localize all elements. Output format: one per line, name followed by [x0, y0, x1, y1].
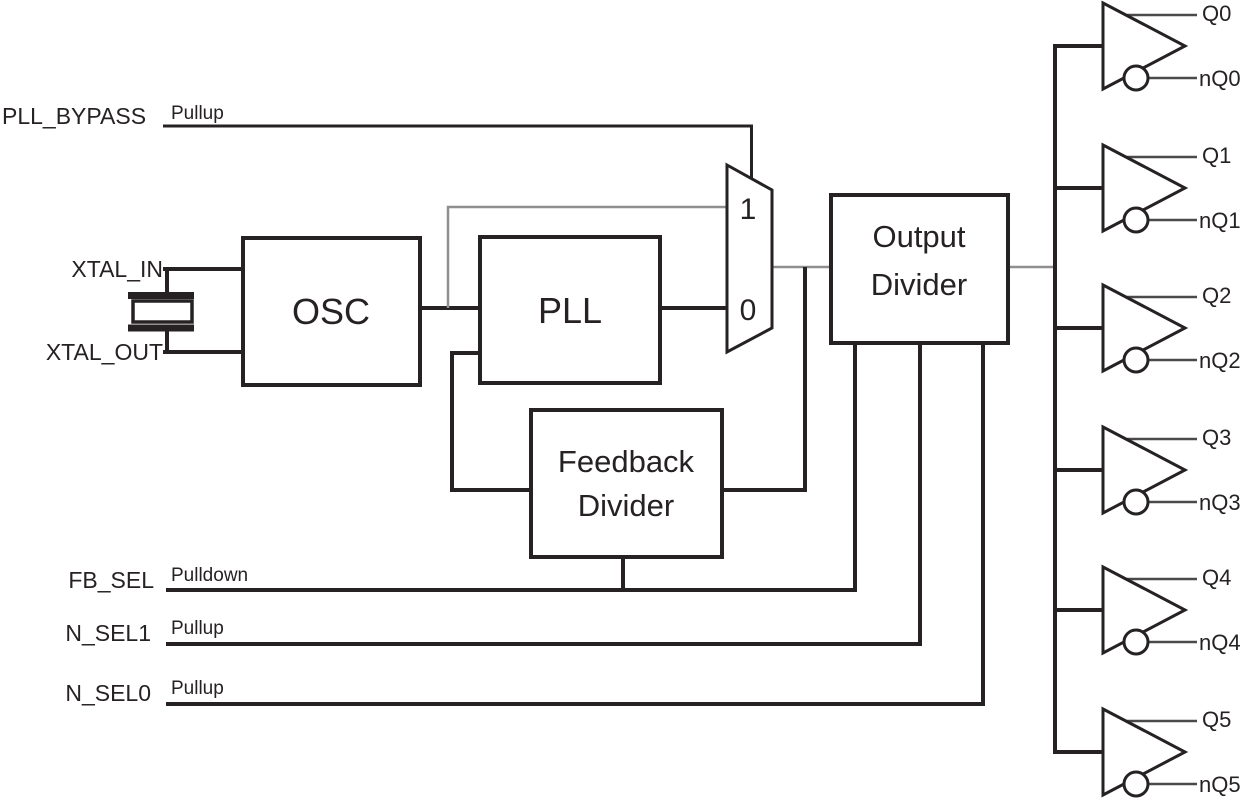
- nq-output-label: nQ0: [1199, 66, 1241, 91]
- crystal-icon: [128, 269, 194, 354]
- mux-input-1-label: 1: [740, 193, 757, 226]
- osc-block: [241, 236, 422, 387]
- nq-output-label: nQ3: [1199, 490, 1241, 515]
- q-output-label: Q1: [1202, 143, 1231, 168]
- wire-n-sel1: [166, 341, 922, 646]
- n-sel0-port-label: N_SEL0: [65, 680, 151, 706]
- xtal-in-port-label: XTAL_IN: [71, 256, 163, 282]
- inversion-bubble-icon: [1122, 206, 1150, 234]
- wire-osc-to-mux1: [446, 205, 730, 308]
- inversion-bubble-icon: [1122, 64, 1150, 92]
- output-buffer-4: Q4 nQ4: [1053, 564, 1241, 656]
- inversion-bubble-icon: [1122, 770, 1150, 798]
- nq-output-label: nQ1: [1199, 208, 1241, 233]
- wire-mux-to-feedback-divider: [720, 267, 807, 492]
- output-buffer-5: Q5 nQ5: [1053, 706, 1241, 798]
- wire-fb-sel: [166, 341, 857, 592]
- fb-sel-pull-label: Pulldown: [171, 565, 248, 586]
- feedback-divider-block: [529, 408, 724, 559]
- q-output-label: Q5: [1202, 707, 1231, 732]
- mux-input-0-label: 0: [740, 294, 757, 327]
- n-sel1-pull-label: Pullup: [171, 618, 224, 639]
- fb-sel-port-label: FB_SEL: [68, 567, 154, 593]
- q-output-label: Q0: [1202, 1, 1231, 26]
- n-sel0-pull-label: Pullup: [171, 678, 224, 699]
- inversion-bubble-icon: [1122, 488, 1150, 516]
- output-buffer-1: Q1 nQ1: [1053, 142, 1241, 234]
- output-divider-block: [829, 193, 1010, 345]
- output-divider-label-line1: Output: [872, 219, 965, 254]
- pll-block-label: PLL: [538, 290, 602, 331]
- pll-bypass-port-label: PLL_BYPASS: [2, 103, 146, 129]
- output-divider-label-line2: Divider: [871, 267, 967, 302]
- osc-block-label: OSC: [292, 291, 370, 332]
- q-output-label: Q2: [1202, 283, 1231, 308]
- feedback-divider-label-line1: Feedback: [558, 444, 695, 479]
- feedback-divider-label-line2: Divider: [578, 488, 674, 523]
- q-output-label: Q3: [1202, 425, 1231, 450]
- pll-block: [478, 235, 662, 385]
- crystal-body: [131, 299, 194, 324]
- wire-pll-bypass-select: [163, 124, 753, 180]
- q-output-label: Q4: [1202, 565, 1231, 590]
- bypass-mux: [725, 162, 774, 355]
- pll-bypass-pull-label: Pullup: [171, 103, 224, 124]
- n-sel1-port-label: N_SEL1: [65, 620, 151, 646]
- output-buffer-0: Q0 nQ0: [1053, 0, 1241, 92]
- xtal-out-port-label: XTAL_OUT: [46, 339, 163, 365]
- output-buffer-2: Q2 nQ2: [1053, 282, 1241, 374]
- inversion-bubble-icon: [1122, 346, 1150, 374]
- nq-output-label: nQ4: [1199, 630, 1241, 655]
- wire-n-sel0: [166, 341, 985, 706]
- inversion-bubble-icon: [1122, 628, 1150, 656]
- output-buffer-3: Q3 nQ3: [1053, 424, 1241, 516]
- wire-feedback-to-pll: [450, 351, 533, 492]
- nq-output-label: nQ5: [1199, 772, 1241, 797]
- nq-output-label: nQ2: [1199, 348, 1241, 373]
